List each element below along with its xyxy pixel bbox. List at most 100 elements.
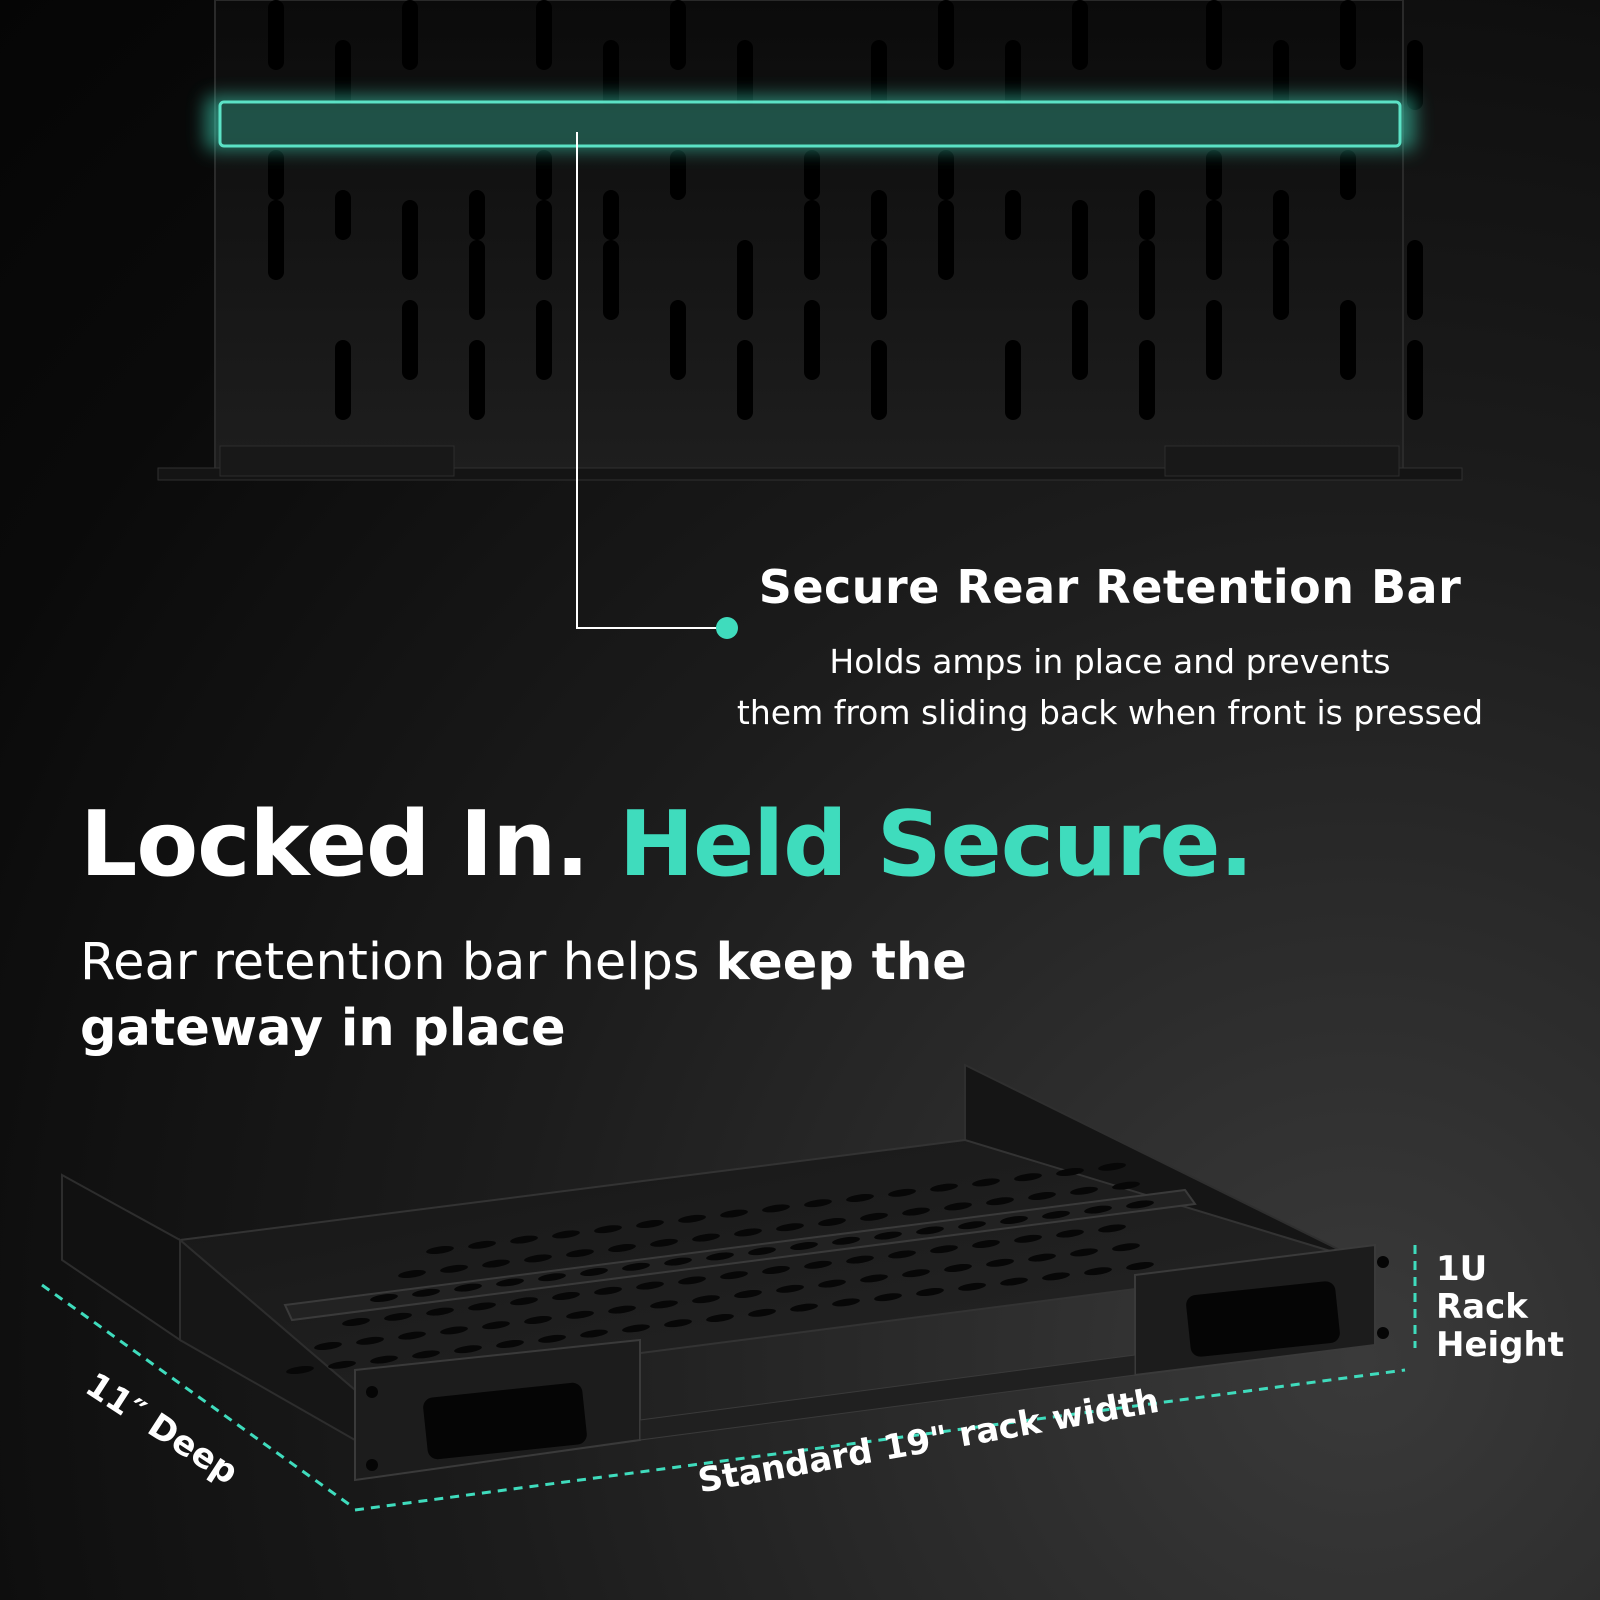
vent-slot (268, 150, 284, 200)
tray-vent-slot (370, 1294, 398, 1302)
vent-slot (670, 0, 686, 70)
vent-slots (268, 0, 1423, 420)
tray-vent-slot (468, 1302, 496, 1311)
tray-vent-slot (734, 1228, 762, 1237)
tray-vent-slot (1056, 1168, 1084, 1176)
dimension-lines (41, 1245, 1417, 1512)
tray-vent-slot (916, 1226, 944, 1235)
vent-slot (1206, 0, 1222, 70)
tray-vent-slot (538, 1334, 566, 1343)
tray-vent-slot (608, 1244, 636, 1252)
tray-vent-slot (958, 1221, 986, 1230)
tray-vent-slot (538, 1273, 566, 1282)
tray-vent-slot (762, 1266, 790, 1274)
vent-slot (1005, 40, 1021, 110)
tray-vent-slot (1098, 1224, 1126, 1233)
tray-vent-slot (370, 1355, 398, 1364)
vent-slot (469, 190, 485, 240)
headline: Locked In. Held Secure. (80, 800, 1580, 890)
tray-vent-slot (1028, 1192, 1056, 1200)
vent-slot (737, 240, 753, 320)
headline-part1: Locked In. (80, 792, 590, 897)
tray-vent-slot (972, 1178, 1000, 1187)
tray-vent-slot (650, 1238, 678, 1247)
tray-vent-slot (286, 1366, 314, 1374)
vent-slot (1273, 190, 1289, 240)
vent-slot (804, 200, 820, 280)
tray-vent-slot (482, 1259, 510, 1268)
vent-slot (335, 190, 351, 240)
vent-slot (1340, 150, 1356, 200)
tray-vent-slot (398, 1270, 426, 1278)
tray-vent-slot (1028, 1253, 1056, 1262)
tray-vent-slot (888, 1250, 916, 1259)
vent-slot (804, 300, 820, 380)
tray-vent-slot (398, 1331, 426, 1340)
vent-slot (737, 340, 753, 420)
vent-slot (603, 240, 619, 320)
vent-slot (402, 200, 418, 280)
tray-vent-slot (888, 1188, 916, 1197)
vent-slot (1072, 300, 1088, 380)
vent-slot (335, 40, 351, 110)
tray-vent-slot (902, 1207, 930, 1216)
tray-vent-slot (1112, 1181, 1140, 1190)
subheadline-regular: Rear retention bar helps (80, 933, 716, 992)
tray-vent-slot (818, 1279, 846, 1288)
vent-slot (1139, 240, 1155, 320)
vent-slot (1005, 190, 1021, 240)
tray-vent-slot (804, 1199, 832, 1208)
vent-slot (871, 190, 887, 240)
subheadline-bold-2: gateway in place (80, 999, 566, 1058)
vent-slot (536, 0, 552, 70)
tray-vent-slot (342, 1318, 370, 1326)
vent-slot (402, 300, 418, 380)
vent-slot (536, 300, 552, 380)
tray-vent-slot (734, 1290, 762, 1298)
tray-vent-slot (1070, 1186, 1098, 1195)
tray-vent-slot (1112, 1243, 1140, 1252)
tray-vent-slot (1084, 1205, 1112, 1214)
tray-vent-slot (1000, 1216, 1028, 1224)
vent-slot (670, 150, 686, 200)
vent-slot (871, 240, 887, 320)
tray-vent-slot (1056, 1229, 1084, 1238)
tray-vent-slots (286, 1162, 1154, 1374)
tray-vent-slot (1070, 1248, 1098, 1257)
vent-slot (1407, 240, 1423, 320)
vent-slot (536, 200, 552, 280)
tray-vent-slot (636, 1281, 664, 1290)
tray-vent-slot (552, 1292, 580, 1300)
headline-part2: Held Secure. (618, 792, 1254, 897)
vent-slot (1407, 40, 1423, 110)
tray-vent-slot (426, 1246, 454, 1254)
vent-slot (938, 150, 954, 200)
vent-slot (1273, 40, 1289, 110)
tray-vent-slot (328, 1360, 356, 1369)
tray-vent-slot (566, 1310, 594, 1319)
height-label: 1U Rack Height (1436, 1250, 1564, 1364)
tray-vent-slot (580, 1268, 608, 1276)
tray-vent-slot (426, 1307, 454, 1316)
tray-vent-slot (636, 1220, 664, 1228)
vent-slot (938, 0, 954, 70)
tray-vent-slot (664, 1319, 692, 1328)
tray-vent-slot (790, 1303, 818, 1312)
tray-vent-slot (804, 1260, 832, 1269)
tray-vent-slot (832, 1236, 860, 1245)
tray-vent-slot (930, 1245, 958, 1254)
vent-slot (1005, 340, 1021, 420)
vent-slot (670, 300, 686, 380)
tray-vent-slot (944, 1202, 972, 1211)
tray-vent-slot (692, 1295, 720, 1304)
tray-vent-slot (720, 1209, 748, 1218)
tray-vent-slot (454, 1283, 482, 1292)
tray-vent-slot (720, 1271, 748, 1280)
tray-vent-slot (496, 1340, 524, 1348)
vent-slot (1206, 200, 1222, 280)
tray-vent-slot (524, 1316, 552, 1324)
callout-description-line2: them from sliding back when front is pre… (736, 693, 1484, 732)
vent-slot (871, 40, 887, 110)
vent-slot (1340, 0, 1356, 70)
